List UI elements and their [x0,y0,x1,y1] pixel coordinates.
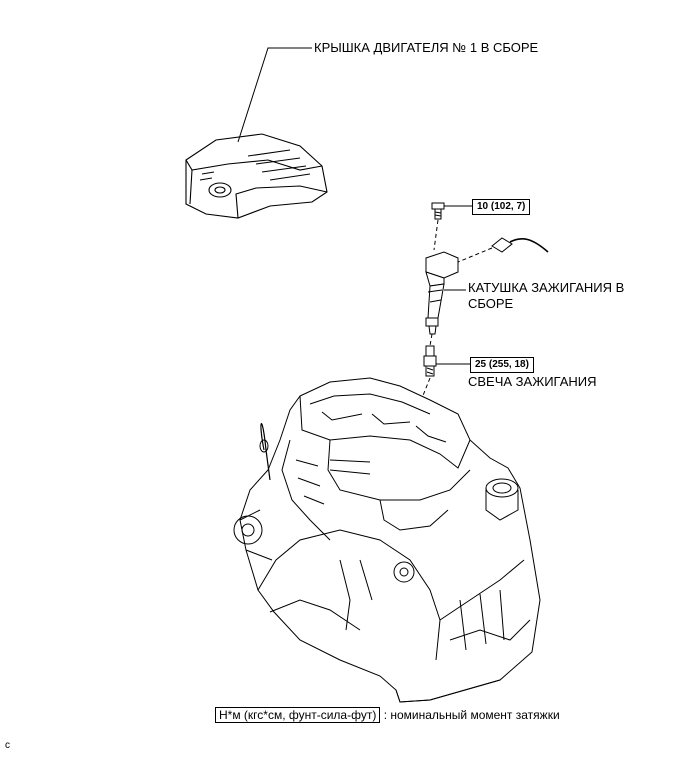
legend-unit-box: Н*м (кгс*см, фунт-сила-фут) [215,707,381,723]
leader-cover [237,47,312,143]
legend-description: : номинальный момент затяжки [383,708,560,722]
dashed-connector [457,247,493,263]
torque-legend: Н*м (кгс*см, фунт-сила-фут) : номинальны… [215,707,560,723]
engine-assembly-drawing [233,377,541,703]
dashed-axis-middle [429,333,433,347]
dashed-axis-upper [433,219,439,251]
ignition-coil-drawing [425,251,459,335]
coil-bolt-torque-box: 10 (102, 7) [472,199,531,215]
corner-code: c [5,740,10,751]
spark-plug-drawing [423,345,437,377]
engine-cover-drawing [185,133,328,219]
engine-cover-label: КРЫШКА ДВИГАТЕЛЯ № 1 В СБОРЕ [314,40,539,55]
coil-bolt-drawing [431,202,445,220]
ignition-coil-label-line2: СБОРЕ [468,296,514,311]
spark-plug-torque-box: 25 (255, 18) [470,357,534,373]
ignition-coil-label-line1: КАТУШКА ЗАЖИГАНИЯ В [468,280,625,295]
spark-plug-label: СВЕЧА ЗАЖИГАНИЯ [468,374,597,389]
coil-connector-drawing [491,237,549,253]
